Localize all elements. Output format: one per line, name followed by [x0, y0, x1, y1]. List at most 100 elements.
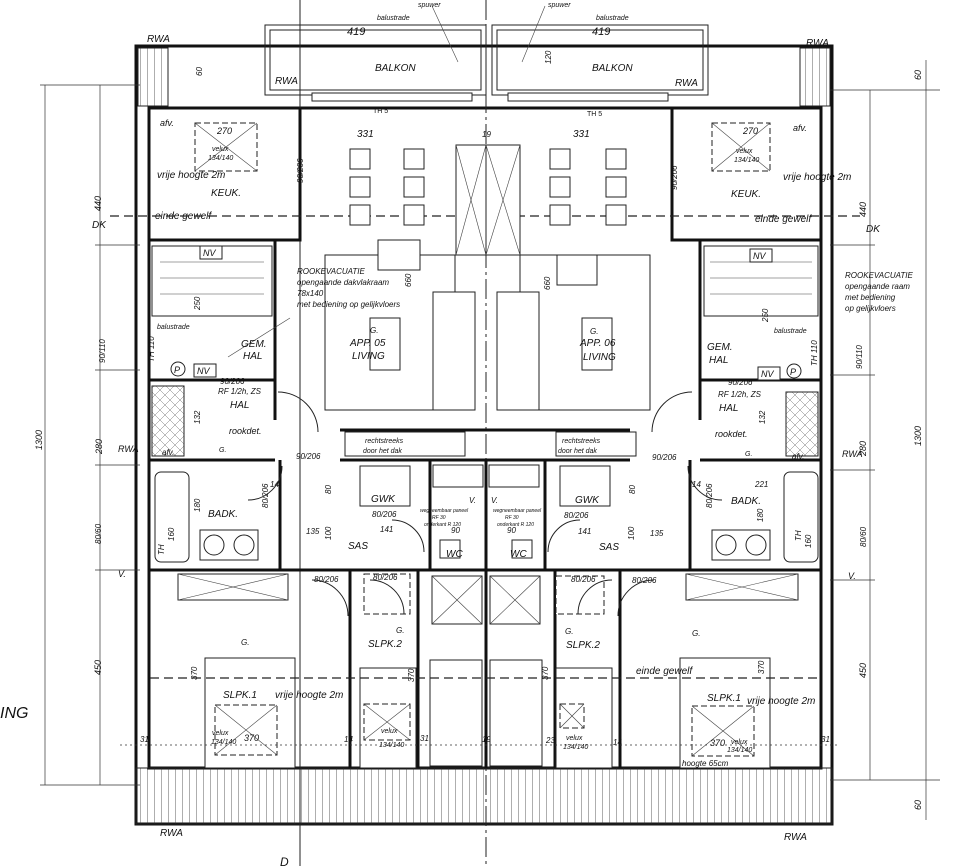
bed1-g-left: G.	[241, 638, 249, 647]
bed1-370-right: 370	[710, 738, 725, 748]
balcony-width-left: 419	[347, 26, 365, 38]
col-14-bath-right: 14	[692, 480, 701, 489]
rf-right: RF 1/2h, ZS	[718, 390, 762, 399]
balcony-railing-left: balustrade	[377, 15, 410, 22]
table-width-right: 331	[573, 129, 590, 140]
door-90-living-right: 90/206	[652, 453, 677, 462]
dim-60-top-left: 60	[195, 67, 204, 76]
bed1-velux-right: velux	[731, 739, 748, 746]
rwa-bottom-right: RWA	[784, 832, 807, 843]
coffee-table-left	[369, 317, 401, 371]
sas-right: SAS	[599, 542, 619, 553]
gem-hal-left-1: GEM.	[241, 339, 267, 350]
living-right: 331 APP. 06 LIVING G. 660	[485, 129, 651, 411]
balcony-depth: 120	[544, 50, 553, 64]
panel-right-2: RF 30	[505, 515, 519, 521]
table-width-left: 331	[357, 129, 374, 140]
dim-90-wc-left: 90	[451, 526, 460, 535]
dim-60-top-right: 60	[913, 70, 923, 80]
velux-size-right: 134/140	[734, 157, 759, 164]
rookdet-right: rookdet.	[715, 429, 748, 439]
armchair-left	[377, 239, 421, 271]
dim-135-left: 135	[306, 527, 320, 536]
dim-440-right: 440	[858, 202, 868, 217]
dim-31-left: 31	[140, 735, 149, 744]
height-65-right: hoogte 65cm	[682, 759, 729, 768]
bed1-velux-size-left: 134/140	[211, 739, 236, 746]
smoke-right-l3: met bediening	[845, 293, 896, 302]
velux-left: velux	[212, 146, 229, 153]
rwa-balcony-left: RWA	[275, 76, 298, 87]
cavity-label-left: spuwer	[418, 2, 441, 9]
gem-hal-right-2: HAL	[709, 355, 728, 366]
hal-right: HAL	[719, 403, 738, 414]
rf-left: RF 1/2h, ZS	[218, 387, 262, 396]
bed2-velux-right: velux	[566, 735, 583, 742]
dim-132-left: 132	[193, 410, 202, 424]
bathroom-left: BADK. TH 160 180 80/206 14 V.	[118, 465, 283, 579]
gem-hal-right-1: GEM.	[707, 342, 733, 353]
p-right: P	[790, 367, 796, 377]
gwk-left: GWK	[371, 494, 396, 505]
col-14-bed2-right: 14	[613, 738, 622, 747]
bed2-30-left: 31	[420, 734, 429, 743]
afv-right: afv.	[793, 123, 807, 133]
bath-160-left: 160	[167, 527, 176, 541]
dim-80-60-left: 80/60	[94, 523, 103, 544]
dk-left: DK	[92, 220, 107, 231]
dim-1300-left: 1300	[34, 430, 44, 450]
dim-100-left: 100	[324, 526, 333, 540]
p-left: P	[174, 365, 180, 375]
bath-label-left: BADK.	[208, 509, 238, 520]
door-90-hall-left: 90/206	[220, 377, 245, 386]
dim-31-right: 31	[821, 735, 830, 744]
bedroom-1-left: G. SLPK.1 vrije hoogte 2m velux 134/140 …	[140, 573, 349, 769]
hal-left: HAL	[230, 400, 249, 411]
gem-hal-left-2: HAL	[243, 351, 262, 362]
balcony-door-right: TH 5	[587, 111, 602, 118]
door-80-sas-left: 80/206	[372, 510, 397, 519]
dim-180-right: 180	[756, 508, 765, 522]
apartment-label-left: APP. 05	[349, 338, 386, 349]
hall-g-left: G.	[219, 447, 226, 454]
shaft-top-right: rechtstreeks	[562, 438, 601, 445]
panel-right-3: onderkant R 120	[497, 522, 534, 528]
dim-450-right: 450	[858, 663, 868, 678]
roof-corner-top-left: RWA 60	[137, 34, 204, 107]
dim-180-left: 180	[193, 498, 202, 512]
gwk-right: GWK	[575, 495, 600, 506]
bedroom2-label-left: SLPK.2	[368, 639, 402, 650]
hall-left: 132 90/206 RF 1/2h, ZS HAL rookdet. afv.…	[151, 377, 321, 461]
bed1-370v-right: 370	[757, 660, 766, 674]
living-g-left: G.	[370, 326, 378, 335]
bed2-370-right: 370	[541, 666, 550, 680]
door-80-sas-right: 80/206	[564, 511, 589, 520]
bedroom1-label-left: SLPK.1	[223, 690, 257, 701]
v-right: V.	[848, 571, 856, 581]
end-slope-right: einde gewelf	[755, 214, 812, 225]
col-14-bed2-left: 14	[344, 735, 353, 744]
bed2-g-right: G.	[565, 627, 573, 636]
sofa-left	[432, 291, 476, 411]
dim-450-left: 450	[93, 660, 103, 675]
rwa-balcony-right: RWA	[675, 78, 698, 89]
end-slope-bed-right: einde gewelf	[636, 666, 693, 677]
panel-right-1: wegneembaar paneel	[493, 508, 542, 514]
wc-right: WC	[510, 549, 527, 560]
apartment-label-right: APP. 06	[579, 338, 616, 349]
balcony-label-right: BALKON	[592, 63, 633, 74]
balcony-door-left: TH 5	[373, 108, 388, 115]
bed1-free-height-left: vrije hoogte 2m	[275, 690, 343, 701]
door-80-bed2-left: 80/206	[373, 573, 398, 582]
bedroom2-label-right: SLPK.2	[566, 640, 600, 651]
dim-60-bottom-right: 60	[913, 800, 923, 810]
dining-chairs-right	[549, 148, 627, 226]
bed2-23-right: 23	[545, 736, 555, 745]
velux-size-left: 134/140	[208, 155, 233, 162]
bed2-velux-size-right: 134/140	[563, 744, 588, 751]
sas-zones: SAS SAS 135 135 141 141 80/206 80/206 80…	[306, 485, 664, 553]
panel-left-1: wegneembaar paneel	[420, 508, 469, 514]
shaft-bottom-left: door het dak	[363, 448, 402, 455]
stair-balustrade-left: balustrade	[157, 324, 190, 331]
shaft-right: rechtstreeks door het dak	[555, 431, 637, 457]
